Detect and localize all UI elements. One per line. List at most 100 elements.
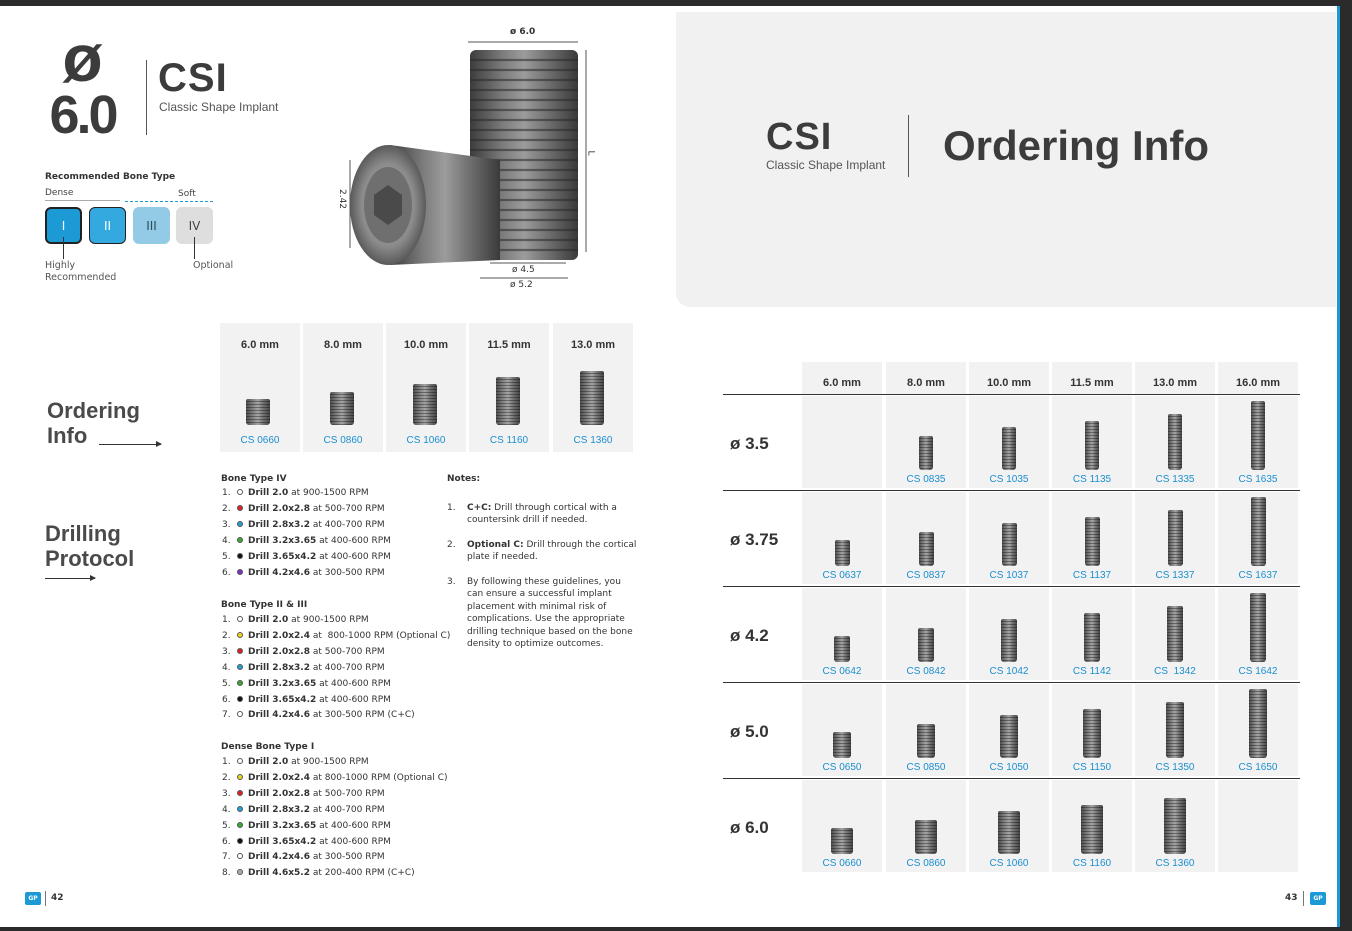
highly-recommended-label: Highly Recommended	[45, 260, 117, 283]
note-text: C+C: Drill through cortical with a count…	[467, 502, 637, 527]
brand-logo-left: GP	[25, 892, 41, 905]
protocol-step: 6.Drill 3.65x4.2 at 400-600 RPM	[222, 695, 391, 705]
product-code: CS 0835	[906, 474, 946, 485]
table-cell	[802, 492, 882, 584]
drill-color-dot	[237, 552, 243, 559]
drill-name: Drill 2.0x2.8	[248, 503, 310, 514]
step-number: 1.	[222, 757, 231, 767]
product-code: CS 1642	[1238, 666, 1278, 677]
note-text: Optional C: Drill through the cortical p…	[467, 539, 637, 564]
step-number: 6.	[222, 836, 231, 847]
note-body: Drill through the cortical plate if need…	[467, 540, 637, 563]
diameter-row-label: ø 6.0	[730, 818, 769, 837]
drill-name: Drill 3.65x4.2	[248, 836, 317, 847]
implant-thumbnail	[1001, 523, 1017, 566]
implant-thumbnail	[1084, 613, 1100, 662]
step-number: 7.	[222, 710, 231, 721]
product-code: CS 1342	[1154, 666, 1196, 677]
step-number: 7.	[222, 852, 231, 863]
drill-color-dot	[237, 821, 243, 828]
drill-name: Drill 2.0x2.8	[248, 646, 310, 657]
protocol-step: 2. Drill 2.0x2.4 at 800-1000 RPM (Optiona…	[222, 631, 450, 641]
implant-thumbnail	[1167, 510, 1183, 566]
dim-outer-label: ø 5.2	[510, 280, 533, 290]
drill-speed: at 400-700 RPM	[310, 519, 385, 530]
product-code: CS 1050	[989, 762, 1029, 773]
step-number: 5.	[222, 678, 231, 689]
product-subtitle: Classic Shape Implant	[159, 100, 279, 114]
implant-thumbnail	[1001, 619, 1017, 662]
implant-thumbnail	[1251, 401, 1265, 470]
implant-thumbnail	[834, 540, 850, 566]
drill-color-dot	[237, 568, 243, 575]
drill-color-dot	[237, 663, 243, 670]
drill-speed: at 400-600 RPM	[316, 535, 391, 546]
product-code: CS 0637	[822, 570, 862, 581]
drill-name: Drill 3.2x3.65	[248, 820, 317, 831]
product-code: CS 1337	[1155, 570, 1195, 581]
implant-thumbnail	[917, 724, 935, 758]
ordering-col	[303, 323, 383, 452]
size-col-header: 11.5 mm	[1070, 377, 1114, 389]
brand-logo-right: GP	[1310, 892, 1326, 905]
protocol-step: 3.Drill 2.8x3.2 at 400-700 RPM	[222, 520, 385, 530]
product-code: CS 1360	[1155, 858, 1195, 869]
protocol-step: 1.Drill 2.0 at 900-1500 RPM	[222, 757, 369, 767]
table-cell	[802, 588, 882, 680]
drill-color-dot	[237, 520, 243, 527]
implant-thumbnail	[1164, 798, 1186, 854]
bone-type-soft-label: Soft	[178, 189, 196, 199]
size-col-header: 16.0 mm	[1235, 377, 1281, 389]
step-number: 2.	[222, 503, 231, 514]
drill-color-dot	[237, 789, 243, 796]
drill-color-dot	[237, 711, 243, 718]
step-number: 2.	[222, 630, 231, 641]
header-divider	[146, 60, 147, 135]
right-product-title: CSI	[766, 116, 833, 158]
page-edge-accent	[1337, 6, 1340, 927]
size-col-header-bg	[886, 362, 966, 394]
drill-name: Drill 2.0x2.4	[248, 630, 310, 641]
page-number-left: 42	[51, 893, 64, 903]
drill-speed: at 400-700 RPM	[310, 804, 385, 815]
drill-color-dot	[237, 631, 243, 638]
drill-name: Drill 2.0	[248, 488, 289, 498]
product-code: CS 1150	[1072, 762, 1112, 773]
drill-name: Drill 2.8x3.2	[248, 662, 310, 673]
size-col-header: 10.0 mm	[986, 377, 1032, 389]
implant-thumbnail	[1166, 702, 1184, 758]
implant-thumbnail	[919, 436, 933, 470]
footer-divider	[1303, 891, 1304, 906]
product-code: CS 1135	[1072, 474, 1112, 485]
step-number: 4.	[222, 662, 231, 673]
product-code: CS 1350	[1155, 762, 1195, 773]
implant-thumbnail	[1081, 805, 1103, 854]
step-number: 4.	[222, 804, 231, 815]
note-body: Drill through cortical with a countersin…	[467, 503, 617, 526]
bone-type-title: Recommended Bone Type	[45, 172, 176, 182]
protocol-step: 3.Drill 2.0x2.8 at 500-700 RPM	[222, 789, 385, 799]
implant-thumbnail	[1167, 606, 1183, 662]
diameter-row-label: ø 5.0	[730, 722, 769, 741]
product-code: CS 0660	[822, 858, 862, 869]
drill-name: Drill 2.8x3.2	[248, 519, 310, 530]
row-divider	[723, 490, 1300, 491]
drill-speed: at 800-1000 RPM (Optional C)	[310, 630, 451, 641]
size-col-header-bg	[1052, 362, 1132, 394]
product-code: CS 1142	[1072, 666, 1112, 677]
drill-name: Drill 3.2x3.65	[248, 535, 317, 546]
size-col-header: 13.0 mm	[1152, 377, 1198, 389]
drill-color-dot	[237, 489, 243, 495]
protocol-step: 8.Drill 4.6x5.2 at 200-400 RPM (C+C)	[222, 868, 415, 878]
product-code: CS 1160	[1072, 858, 1112, 869]
bone-type-scale-line	[45, 200, 120, 201]
product-code: CS 1635	[1238, 474, 1278, 485]
note-keyword: C+C:	[467, 503, 492, 513]
drill-color-dot	[237, 536, 243, 543]
drill-color-dot	[237, 679, 243, 686]
implant-thumbnail	[915, 820, 937, 854]
product-code: CS 1650	[1238, 762, 1278, 773]
size-col-header: 8.0 mm	[907, 377, 945, 389]
ordering-col-header: 8.0 mm	[324, 339, 362, 351]
drill-name: Drill 2.0	[248, 615, 289, 625]
